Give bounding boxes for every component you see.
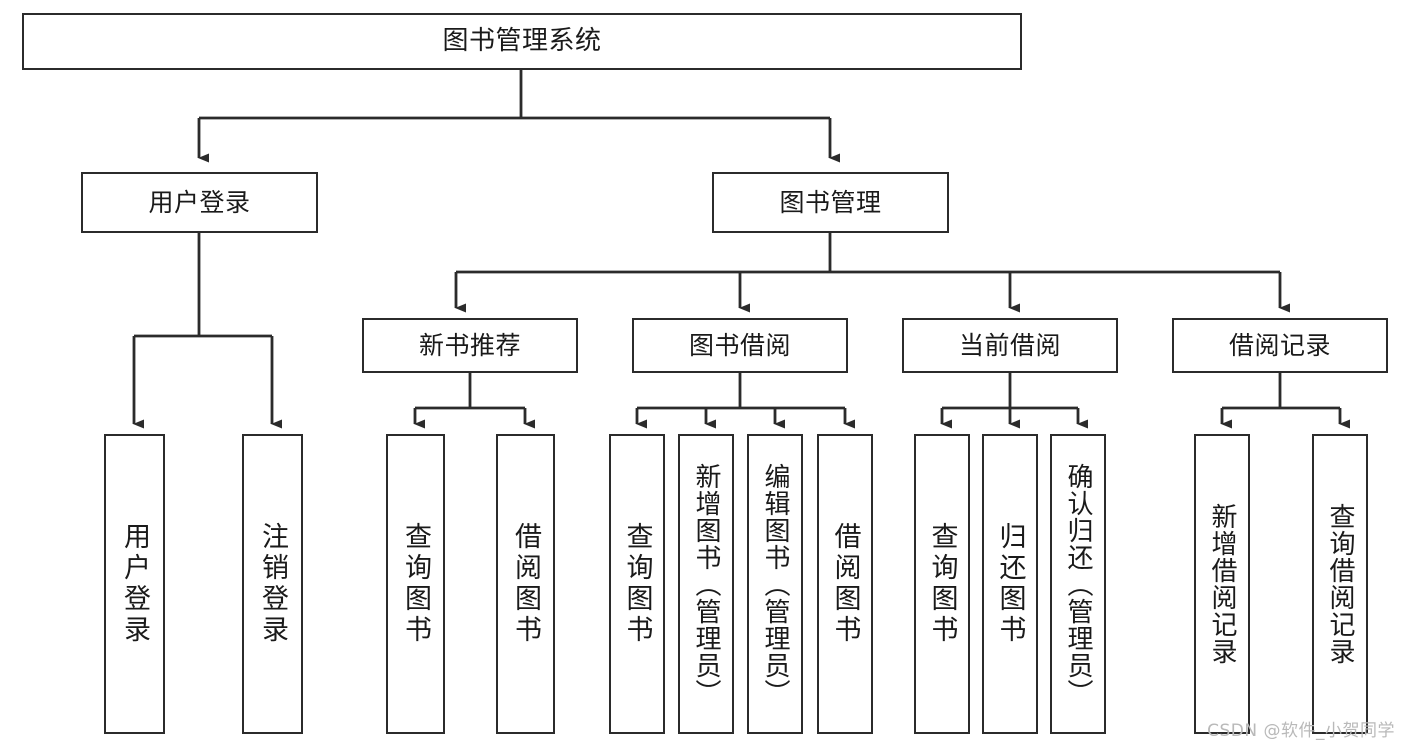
node-borrow-record-label: 借阅记录 — [1228, 330, 1331, 360]
leaf-borrow-book-1-label: 借阅图书 — [510, 522, 541, 646]
leaf-query-book-1-label: 查询图书 — [400, 522, 431, 646]
node-borrow-record[interactable]: 借阅记录 — [1172, 318, 1388, 373]
leaf-logout-login[interactable]: 注销登录 — [242, 434, 303, 734]
node-book-manage[interactable]: 图书管理 — [712, 172, 949, 233]
node-new-book-recommend[interactable]: 新书推荐 — [362, 318, 578, 373]
node-current-borrow[interactable]: 当前借阅 — [902, 318, 1118, 373]
leaf-query-book-1[interactable]: 查询图书 — [386, 434, 445, 734]
leaf-edit-book-label: 编辑图书（管理员） — [760, 462, 790, 706]
node-new-book-recommend-label: 新书推荐 — [418, 330, 521, 360]
leaf-borrow-book-2[interactable]: 借阅图书 — [817, 434, 873, 734]
watermark-text: CSDN @软件_小贺同学 — [1207, 721, 1395, 741]
leaf-confirm-return[interactable]: 确认归还（管理员） — [1050, 434, 1106, 734]
leaf-add-record[interactable]: 新增借阅记录 — [1194, 434, 1250, 734]
leaf-query-book-3[interactable]: 查询图书 — [914, 434, 970, 734]
leaf-add-record-label: 新增借阅记录 — [1207, 503, 1237, 665]
leaf-return-book-label: 归还图书 — [994, 522, 1026, 646]
leaf-add-book-label: 新增图书（管理员） — [691, 462, 721, 706]
leaf-return-book[interactable]: 归还图书 — [982, 434, 1038, 734]
node-root-system-label: 图书管理系统 — [442, 25, 602, 56]
node-root-system[interactable]: 图书管理系统 — [22, 13, 1022, 70]
leaf-query-record[interactable]: 查询借阅记录 — [1312, 434, 1368, 734]
node-book-borrow-label: 图书借阅 — [688, 330, 791, 360]
leaf-query-book-2-label: 查询图书 — [621, 522, 653, 646]
leaf-user-login-label: 用户登录 — [119, 522, 150, 646]
node-user-login-label: 用户登录 — [148, 187, 251, 217]
leaf-logout-login-label: 注销登录 — [257, 522, 288, 646]
node-book-manage-label: 图书管理 — [779, 187, 882, 217]
leaf-query-book-2[interactable]: 查询图书 — [609, 434, 665, 734]
node-current-borrow-label: 当前借阅 — [958, 330, 1061, 360]
leaf-confirm-return-label: 确认归还（管理员） — [1063, 462, 1093, 706]
leaf-query-book-3-label: 查询图书 — [926, 522, 958, 646]
leaf-user-login[interactable]: 用户登录 — [104, 434, 165, 734]
node-book-borrow[interactable]: 图书借阅 — [632, 318, 848, 373]
leaf-add-book[interactable]: 新增图书（管理员） — [678, 434, 734, 734]
leaf-edit-book[interactable]: 编辑图书（管理员） — [747, 434, 803, 734]
leaf-borrow-book-2-label: 借阅图书 — [829, 522, 861, 646]
leaf-query-record-label: 查询借阅记录 — [1325, 503, 1355, 665]
node-user-login[interactable]: 用户登录 — [81, 172, 318, 233]
leaf-borrow-book-1[interactable]: 借阅图书 — [496, 434, 555, 734]
